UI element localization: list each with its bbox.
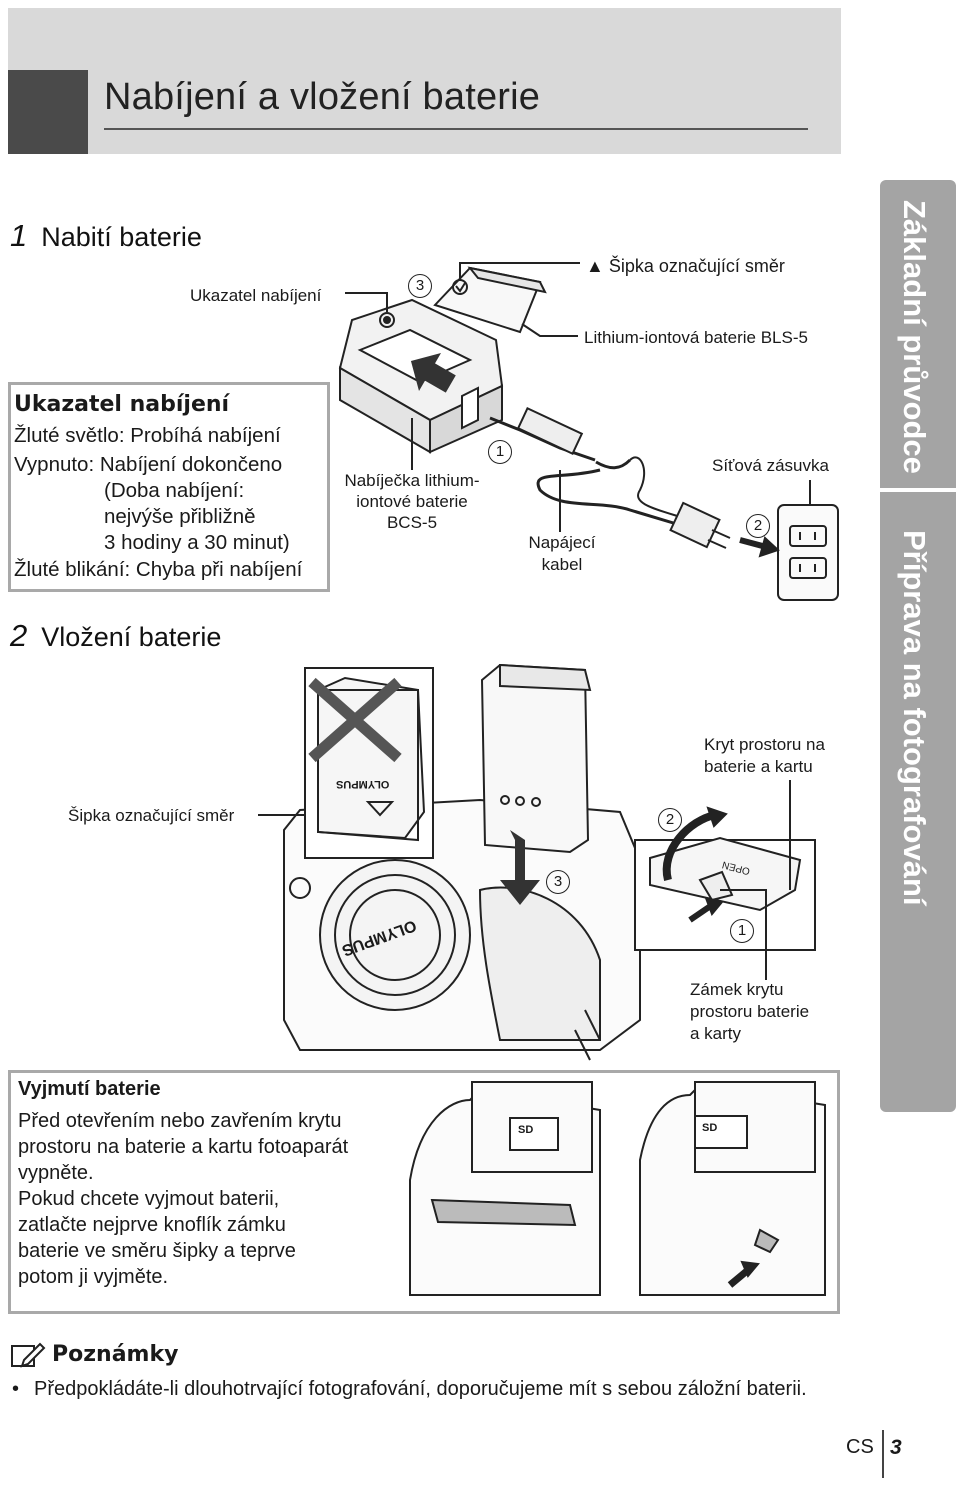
remove-battery-text: Před otevřením nebo zavřením krytu prost… (18, 1108, 348, 1290)
remove-battery-illustration-1 (409, 1081, 601, 1296)
side-tab-separator (880, 488, 956, 492)
side-tab-top-label: Základní průvodce (897, 200, 932, 474)
title-underline (104, 128, 808, 130)
label-arrow-direction-top: ▲ Šipka označující směr (586, 256, 785, 277)
step-2-number: 2 (10, 618, 28, 653)
remove-battery-title: Vyjmutí baterie (18, 1078, 161, 1100)
notes-bullet-text: Předpokládáte-li dlouhotrvající fotograf… (34, 1378, 807, 1400)
callout-1-cable: 1 (488, 440, 512, 464)
label-power-cable-line: kabel (541, 555, 583, 574)
power-cable-illustration (489, 407, 731, 549)
label-charger-line: iontové baterie (356, 492, 468, 511)
step-2-label: Vložení baterie (41, 622, 222, 652)
label-wall-outlet: Síťová zásuvka (712, 456, 829, 475)
remove-battery-line: Před otevřením nebo zavřením krytu (18, 1110, 342, 1132)
remove-battery-line: prostoru na baterie a kartu fotoaparát (18, 1136, 349, 1158)
pointer-line (459, 262, 580, 280)
insert-arrow-head (758, 536, 780, 558)
remove-battery-line: vypněte. (18, 1162, 94, 1184)
footer-separator (882, 1430, 884, 1478)
label-cover: Kryt prostoru na baterie a kartu (704, 734, 825, 778)
notes-title: Poznámky (52, 1342, 179, 1367)
step-1-number: 1 (10, 218, 28, 253)
header-dark-block (8, 70, 88, 154)
indicator-line: 3 hodiny a 30 minut) (104, 531, 290, 554)
sd-label-1: SD (518, 1124, 534, 1136)
indicator-line: (Doba nabíjení: (104, 479, 245, 502)
callout-1-lock: 1 (730, 919, 754, 943)
label-lock: Zámek krytu prostoru baterie a karty (690, 979, 809, 1045)
callout-2-cover: 2 (658, 808, 682, 832)
wall-outlet-illustration (777, 504, 839, 601)
battery-brand-label: OLYMPUS (336, 778, 390, 790)
pointer-line (521, 323, 578, 337)
step-2-heading: 2 Vložení baterie (10, 618, 221, 654)
callout-3-charger: 3 (408, 274, 432, 298)
label-cover-line: baterie a kartu (704, 757, 813, 776)
footer-page-number: 3 (890, 1436, 902, 1459)
remove-battery-line: potom ji vyjměte. (18, 1266, 169, 1288)
indicator-line: Žluté světlo: Probíhá nabíjení (14, 424, 281, 447)
page-title: Nabíjení a vložení baterie (104, 76, 541, 118)
triangle-arrow-icon: ▲ (586, 256, 604, 276)
side-tab-bottom-label: Příprava na fotografování (897, 530, 932, 906)
label-power-cable-line: Napájecí (528, 533, 596, 552)
label-charger: Nabíječka lithium- iontové baterie BCS-5 (336, 470, 488, 533)
indicator-line: nejvýše přibližně (104, 505, 256, 528)
battery-top-illustration (433, 266, 547, 334)
indicator-line: Vypnuto: Nabíjení dokončeno (14, 453, 283, 476)
label-charger-line: BCS-5 (386, 513, 438, 532)
label-charging-indicator: Ukazatel nabíjení (190, 286, 322, 305)
charging-indicator-box (8, 382, 330, 592)
footer-language: CS (846, 1436, 874, 1458)
sd-label-2: SD (702, 1122, 718, 1134)
callout-2-outlet: 2 (746, 514, 770, 538)
side-tab (880, 180, 956, 1112)
callout-3-battery: 3 (546, 870, 570, 894)
notes-bullet: • Předpokládáte-li dlouhotrvající fotogr… (12, 1376, 812, 1402)
step-1-label: Nabití baterie (41, 222, 202, 252)
remove-battery-line: baterie ve směru šipky a teprve (18, 1240, 296, 1262)
wrong-battery-illustration (304, 667, 434, 859)
battery-cover-illustration (634, 806, 816, 951)
illustration (258, 262, 839, 1296)
label-lock-line: Zámek krytu (690, 980, 784, 999)
remove-battery-line: Pokud chcete vyjmout baterii, (18, 1188, 280, 1210)
label-power-cable: Napájecí kabel (518, 532, 606, 576)
remove-battery-illustration-2 (639, 1081, 826, 1296)
indicator-line: Žluté blikání: Chyba při nabíjení (14, 558, 303, 581)
remove-battery-line: zatlačte nejprve knoflík zámku (18, 1214, 286, 1236)
notes-pencil-icon (11, 1342, 46, 1368)
label-cover-line: Kryt prostoru na (704, 735, 825, 754)
camera-illustration (283, 798, 641, 1061)
label-arrow-direction-top-text: Šipka označující směr (608, 256, 785, 276)
pointer-line (345, 292, 388, 312)
label-charger-line: Nabíječka lithium- (344, 471, 480, 490)
charging-indicator-title: Ukazatel nabíjení (14, 392, 230, 417)
label-lock-line: prostoru baterie (690, 1002, 810, 1021)
pointer-line (720, 889, 767, 980)
label-lock-line: a karty (690, 1024, 742, 1043)
battery-insert-illustration (480, 663, 592, 905)
step-1-heading: 1 Nabití baterie (10, 218, 202, 254)
remove-battery-box (8, 1070, 840, 1314)
bullet-icon: • (12, 1378, 20, 1400)
label-lithium-battery: Lithium-iontová baterie BLS-5 (584, 328, 808, 347)
charger-illustration (338, 298, 504, 454)
label-arrow-direction-left: Šipka označující směr (68, 806, 235, 825)
